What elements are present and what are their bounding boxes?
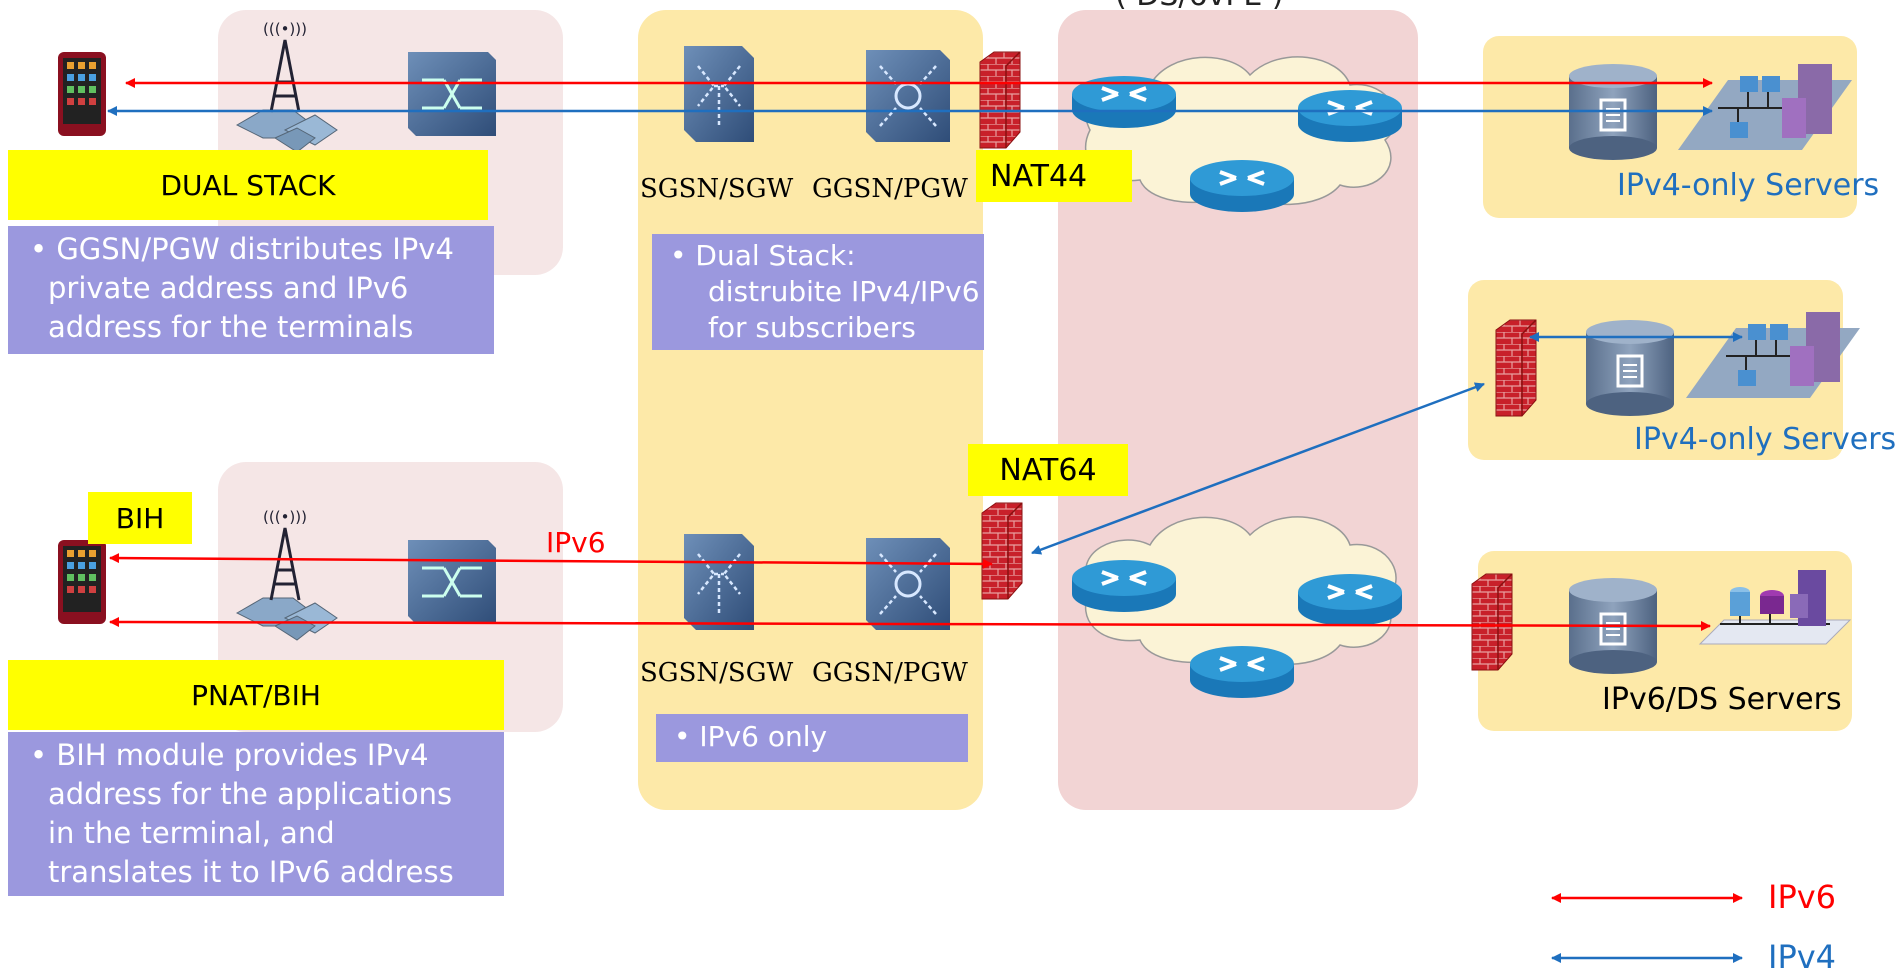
legend-ipv6-label: IPv6	[1768, 878, 1837, 916]
firewall-icon	[1471, 573, 1513, 671]
router-icon	[1072, 560, 1176, 612]
legend-ipv4-label: IPv4	[1768, 938, 1837, 976]
firewall-icon	[1495, 319, 1537, 417]
dual-stack-note: • GGSN/PGW distributes IPv4 private addr…	[8, 226, 494, 354]
firewall-icon	[981, 502, 1023, 600]
note-line: private address and IPv6	[48, 271, 409, 305]
ipv6-only-core-note: • IPv6 only	[656, 714, 968, 762]
svg-text:(((•))): (((•)))	[263, 508, 307, 526]
firewall-icon	[979, 51, 1021, 149]
svg-text:(((•))): (((•)))	[263, 20, 307, 38]
cell-tower-icon: (((•)))	[235, 20, 338, 153]
ipv4-link-nat64	[1031, 382, 1485, 555]
note-line: for subscribers	[708, 311, 916, 344]
router-icon	[1190, 646, 1294, 698]
cell-tower-icon: (((•)))	[235, 508, 338, 641]
partial-title: ( DS/6vPE )	[1115, 0, 1284, 13]
nat64-label: NAT64	[968, 444, 1128, 496]
server-label-top: IPv4-only Servers	[1617, 168, 1880, 203]
sgsn-sgw-label: SGSN/SGW	[640, 174, 794, 204]
note-line: address for the terminals	[48, 310, 414, 344]
ipv6-link-to-nat64	[109, 553, 993, 569]
note-line: • BIH module provides IPv4	[30, 738, 429, 772]
ipv6-link-bottom	[109, 617, 1711, 631]
mobile-phone-icon	[58, 52, 106, 136]
mobile-phone-icon	[58, 540, 106, 624]
nat44-label: NAT44	[976, 150, 1132, 202]
database-icon	[1586, 320, 1674, 416]
ipv6-link-label: IPv6	[546, 526, 606, 559]
note-line: address for the applications	[48, 777, 453, 811]
packet-core-zone	[638, 10, 983, 810]
pnat-bih-note: • BIH module provides IPv4 address for t…	[8, 732, 504, 896]
note-line: translates it to IPv6 address	[48, 855, 454, 889]
router-icon	[1190, 160, 1294, 212]
pnat-bih-label: PNAT/BIH	[8, 660, 504, 730]
rnc-switch-icon	[408, 52, 496, 136]
sgsn-sgw-icon	[684, 46, 754, 142]
ggsn-pgw-icon	[866, 50, 950, 142]
sgsn-sgw-icon	[684, 534, 754, 630]
rnc-switch-icon	[408, 540, 496, 624]
bih-label: BIH	[88, 492, 192, 544]
server-label-bottom: IPv6/DS Servers	[1602, 682, 1842, 717]
ggsn-pgw-label: GGSN/PGW	[812, 174, 968, 204]
note-line: in the terminal, and	[48, 816, 335, 850]
server-lan-icon	[1686, 312, 1860, 398]
router-icon	[1298, 574, 1402, 626]
note-line: distrubite IPv4/IPv6	[708, 275, 980, 308]
server-lan-icon	[1678, 64, 1852, 150]
note-line: • GGSN/PGW distributes IPv4	[30, 232, 454, 266]
dual-stack-core-note: • Dual Stack: distrubite IPv4/IPv6 for s…	[652, 234, 984, 350]
note-line: • Dual Stack:	[670, 239, 856, 272]
server-label-middle: IPv4-only Servers	[1634, 422, 1897, 457]
dual-stack-label: DUAL STACK	[8, 150, 488, 220]
sgsn-sgw-label: SGSN/SGW	[640, 658, 794, 688]
ggsn-pgw-icon	[866, 538, 950, 630]
server-lan-icon	[1698, 570, 1852, 645]
ggsn-pgw-label: GGSN/PGW	[812, 658, 968, 688]
router-icon	[1298, 90, 1402, 142]
